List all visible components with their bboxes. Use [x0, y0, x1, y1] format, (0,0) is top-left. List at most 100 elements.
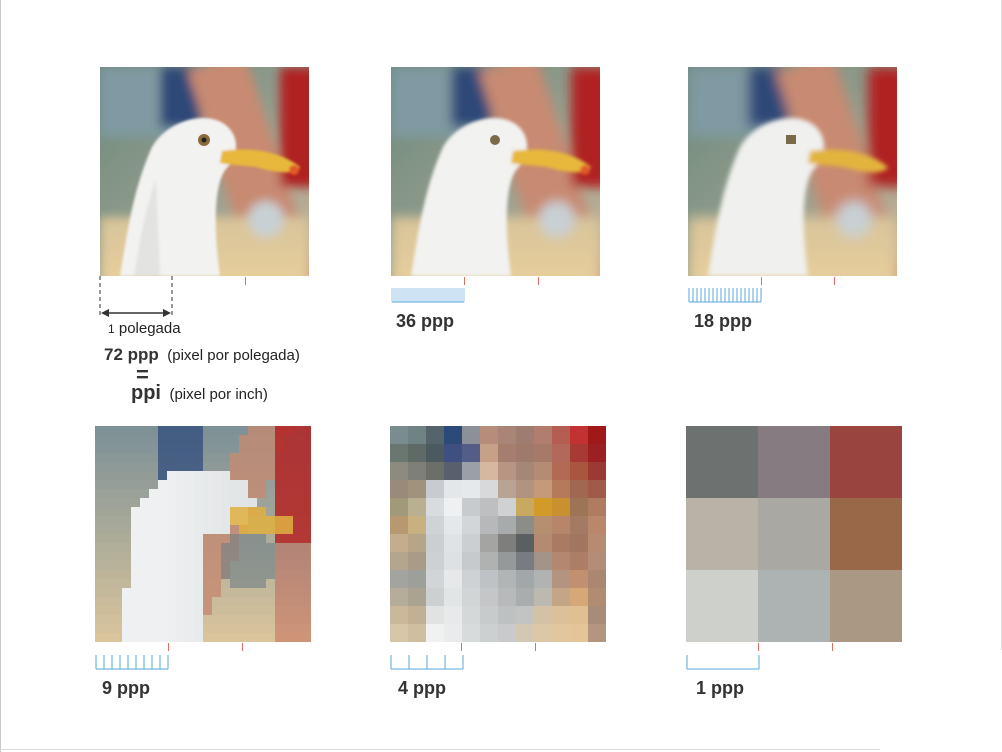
pixel-block: [131, 561, 141, 571]
pixel-block: [257, 597, 267, 607]
pixel-block: [167, 471, 177, 481]
pixel-block: [257, 579, 267, 589]
pixel-block: [302, 471, 311, 481]
pixel-block: [230, 606, 240, 616]
pixel-block: [149, 543, 159, 553]
pixel-block: [408, 588, 427, 607]
pixel-block: [221, 570, 231, 580]
pixel-block: [302, 552, 311, 562]
pixel-block: [390, 426, 409, 445]
ppi-label: ppi: [131, 382, 161, 404]
pixel-block: [122, 597, 132, 607]
pixel-block: [104, 534, 114, 544]
pixel-block: [302, 453, 311, 463]
pixel-block: [284, 480, 294, 490]
pixel-block: [293, 543, 303, 553]
pixel-block: [158, 480, 168, 490]
pixel-block: [176, 633, 186, 642]
pixel-block: [239, 471, 249, 481]
pixel-block: [257, 633, 267, 642]
pixel-block: [257, 480, 267, 490]
pixel-block: [275, 462, 285, 472]
pixel-block: [158, 462, 168, 472]
pixel-block: [516, 498, 535, 517]
pixel-block: [113, 624, 123, 634]
pixel-block: [588, 624, 606, 642]
pixel-block: [113, 552, 123, 562]
pixel-block: [158, 597, 168, 607]
pixel-block: [230, 588, 240, 598]
pixel-block: [302, 543, 311, 553]
pixel-block: [570, 444, 589, 463]
pixel-block: [284, 516, 294, 526]
pixel-block: [149, 615, 159, 625]
pixel-block: [113, 507, 123, 517]
pixel-block: [176, 525, 186, 535]
pixel-block: [293, 435, 303, 445]
pixel-block: [552, 534, 571, 553]
pixel-block: [158, 543, 168, 553]
pixel-block: [131, 624, 141, 634]
ppp72-label: 72 ppp: [104, 345, 159, 364]
pixel-block: [140, 498, 150, 508]
pixel-block: [248, 561, 258, 571]
pixel-block: [203, 588, 213, 598]
pixel-block: [248, 444, 258, 454]
pixel-block: [426, 534, 445, 553]
pixel-block: [516, 462, 535, 481]
pixel-block: [257, 606, 267, 616]
pixel-block: [257, 444, 267, 454]
pixel-block: [257, 552, 267, 562]
pixel-block: [534, 444, 553, 463]
pixel-block: [167, 462, 177, 472]
pixel-block: [212, 570, 222, 580]
pixel-block: [462, 480, 481, 499]
pixel-block: [185, 516, 195, 526]
pixel-block: [122, 561, 132, 571]
pixel-block: [239, 516, 249, 526]
pixel-block: [185, 498, 195, 508]
pixel-block: [230, 525, 240, 535]
pixel-block: [239, 525, 249, 535]
pixel-block: [176, 435, 186, 445]
pixel-block: [588, 462, 606, 481]
pixel-block: [104, 444, 114, 454]
pixel-block: [194, 498, 204, 508]
pixel-block: [194, 507, 204, 517]
pixel-block: [239, 480, 249, 490]
pixel-block: [293, 444, 303, 454]
pixel-block: [167, 543, 177, 553]
pixel-block: [275, 498, 285, 508]
pixel-block: [257, 543, 267, 553]
pixel-block: [131, 597, 141, 607]
pixel-block: [534, 588, 553, 607]
equals-sign: =: [136, 362, 149, 387]
pixel-block: [293, 606, 303, 616]
ppi-description: (pixel por inch): [169, 386, 268, 403]
pixel-block: [131, 570, 141, 580]
pixel-block: [113, 606, 123, 616]
pixel-block: [257, 588, 267, 598]
pixel-block: [221, 579, 231, 589]
pixel-block: [239, 615, 249, 625]
pixel-block: [444, 516, 463, 535]
pixel-block: [230, 633, 240, 642]
pixel-block: [257, 507, 267, 517]
pixel-block: [266, 453, 276, 463]
pixel-block: [104, 426, 114, 436]
pixel-block: [426, 462, 445, 481]
pixel-block: [194, 633, 204, 642]
pixel-block: [158, 516, 168, 526]
pixel-block: [266, 507, 276, 517]
pixel-block: [302, 507, 311, 517]
pixel-block: [104, 480, 114, 490]
pixel-block: [390, 480, 409, 499]
pixel-block: [293, 597, 303, 607]
pixel-block: [462, 516, 481, 535]
pixel-block: [293, 624, 303, 634]
pixel-block: [257, 615, 267, 625]
pixel-block: [221, 489, 231, 499]
pixel-block: [239, 561, 249, 571]
ppi-line: ppi (pixel por inch): [131, 382, 268, 405]
pixel-block: [275, 453, 285, 463]
